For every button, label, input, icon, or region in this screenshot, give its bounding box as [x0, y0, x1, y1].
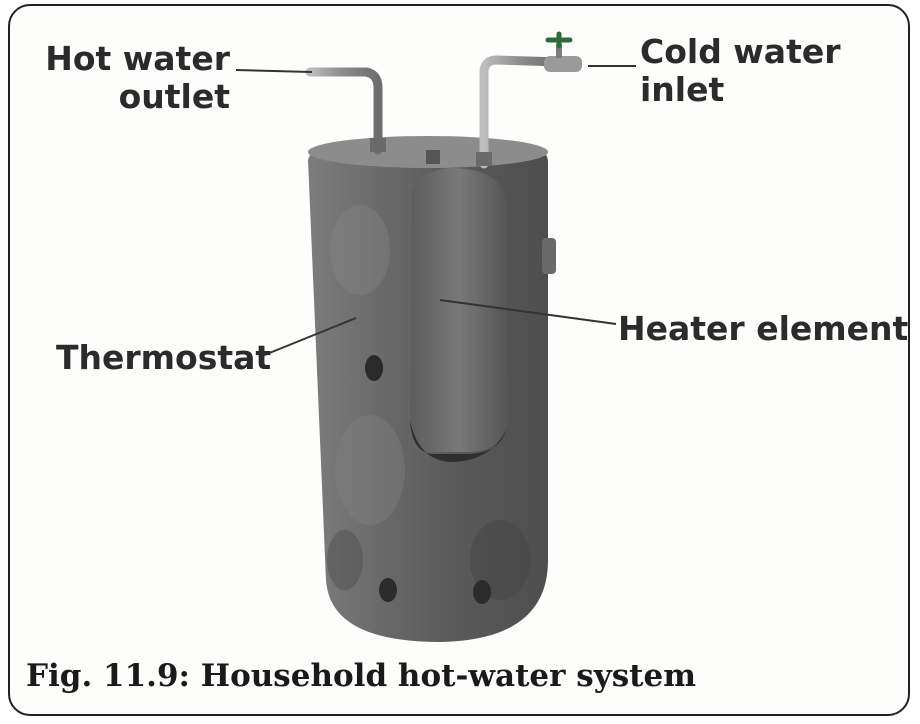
leader-heater	[439, 299, 617, 325]
label-cold-water-inlet-line1: Cold water	[640, 32, 841, 71]
bottom-fitting-left	[379, 578, 397, 602]
leader-lines	[235, 65, 636, 357]
bottom-fitting-right	[473, 580, 491, 604]
hot-water-pipe-fitting	[370, 138, 386, 152]
label-hot-water-outlet-line1: Hot water	[45, 39, 230, 78]
label-cold-water-inlet: Cold water inlet	[640, 33, 841, 109]
cold-water-valve-stem	[556, 44, 562, 58]
label-hot-water-outlet: Hot water outlet	[45, 40, 230, 116]
tank-texture	[327, 205, 530, 600]
cold-water-pipe	[479, 55, 565, 169]
cold-water-pipe-fitting	[476, 152, 492, 166]
side-fitting	[542, 238, 556, 274]
label-hot-water-outlet-line2: outlet	[118, 77, 230, 116]
leader-thermostat	[261, 317, 357, 357]
valve-handle-icon	[545, 31, 573, 49]
thermostat-knob	[365, 355, 383, 381]
leader-hot-water	[235, 69, 313, 73]
heater-panel	[410, 168, 508, 452]
tank	[308, 136, 556, 642]
hot-water-pipe	[305, 67, 383, 155]
figure-caption: Fig. 11.9: Household hot-water system	[26, 658, 697, 694]
top-fitting	[426, 150, 440, 164]
label-heater-element: Heater element	[618, 309, 909, 348]
cold-water-valve-body	[544, 56, 582, 72]
label-cold-water-inlet-line2: inlet	[640, 70, 725, 109]
label-thermostat: Thermostat	[56, 338, 272, 377]
